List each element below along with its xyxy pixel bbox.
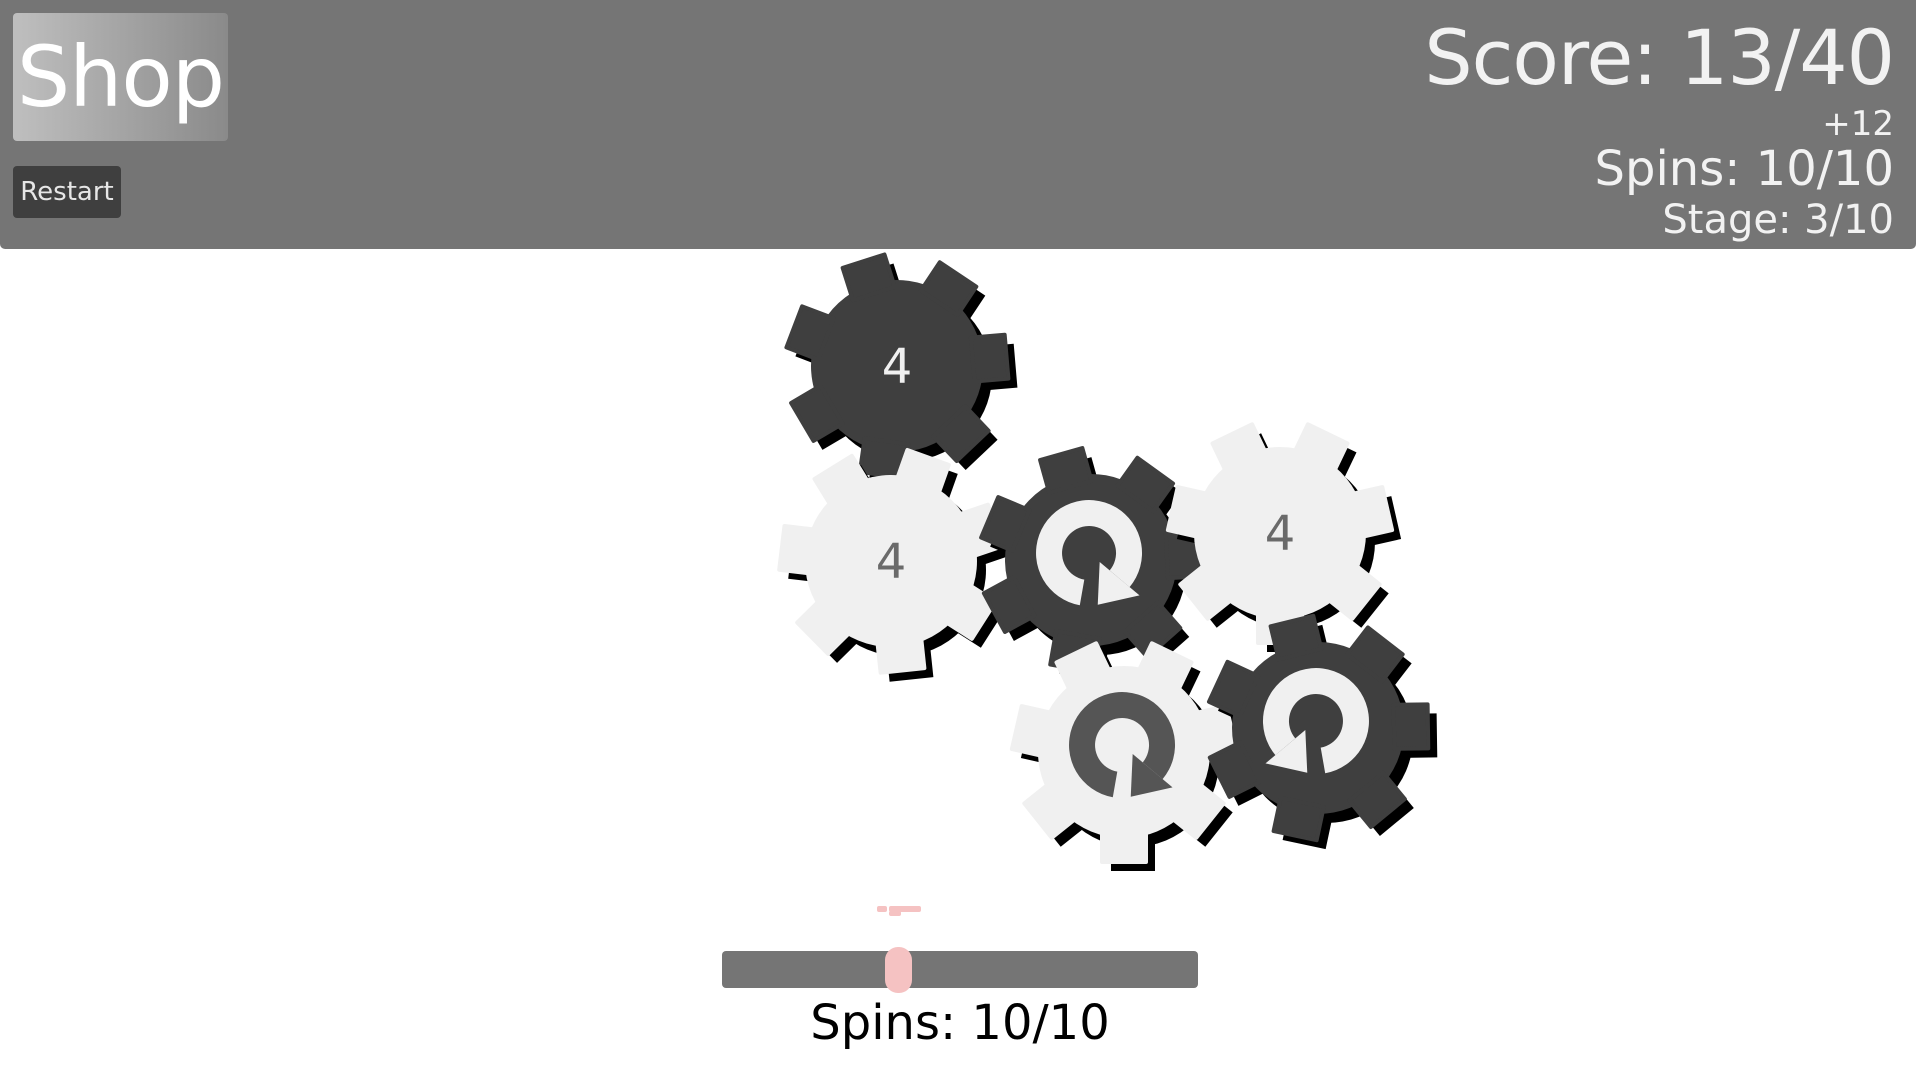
score-delta: +12 [1822, 104, 1894, 144]
gear-value: 4 [882, 339, 913, 395]
spins-remaining-label: Spins: 10/10 [810, 995, 1110, 1051]
restart-button[interactable]: Restart [13, 166, 121, 218]
gear-3[interactable] [962, 433, 1230, 696]
gear-1[interactable]: 4 [771, 243, 1032, 500]
gear-icon [1206, 613, 1431, 843]
stage-counter: Stage: 3/10 [1662, 197, 1894, 243]
gear-6[interactable] [1185, 598, 1459, 868]
gear-icon [777, 447, 1005, 675]
shop-button[interactable]: Shop [13, 13, 228, 141]
score-label: Score: 13/40 [1424, 13, 1895, 102]
spin-slider-thumb[interactable] [885, 947, 912, 993]
spin-power-slider[interactable] [722, 951, 1198, 988]
spins-counter: Spins: 10/10 [1594, 141, 1894, 197]
gear-5[interactable] [1009, 641, 1246, 871]
gear-value: 4 [1265, 506, 1296, 562]
gear-4[interactable]: 4 [1165, 422, 1402, 652]
gear-value: 4 [876, 534, 907, 590]
gear-icon [784, 252, 1011, 480]
rotate-cw-icon [1069, 692, 1176, 798]
rotate-ccw-icon [1262, 668, 1369, 774]
gear-icon [1165, 422, 1395, 645]
gear-2[interactable]: 4 [768, 441, 1023, 691]
stats-panel: Score: 13/40 +12 Spins: 10/10 Stage: 3/1… [1424, 10, 1895, 244]
spin-marker-icon [877, 906, 921, 916]
rotate-cw-icon [1036, 500, 1143, 606]
hud-bar: Shop Restart Score: 13/40 +12 Spins: 10/… [0, 0, 1916, 249]
gear-icon [1009, 641, 1239, 864]
